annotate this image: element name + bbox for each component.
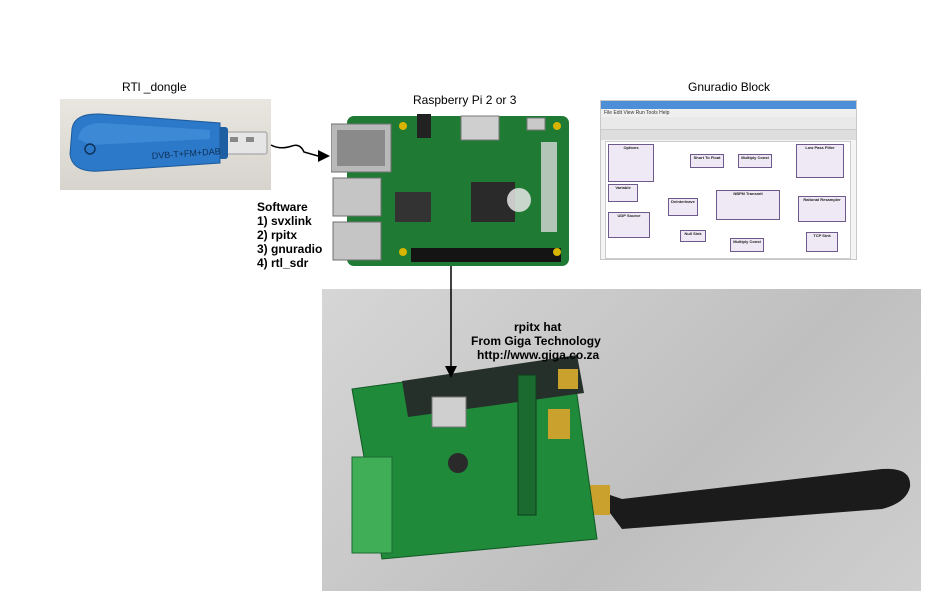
pi-to-hat-arrowhead <box>445 366 457 378</box>
gnu-block: Variable <box>608 184 638 202</box>
gnu-block: UDP Source <box>608 212 650 238</box>
software-item-rtl-sdr: 4) rtl_sdr <box>257 256 309 270</box>
gnu-block: Low Pass Filter <box>796 144 844 178</box>
raspberry-pi-photo <box>331 112 569 266</box>
dongle-to-pi-arrowhead <box>318 150 330 162</box>
hat-url: http://www.giga.co.za <box>477 348 600 362</box>
gnu-block: Multiply Const <box>738 154 772 168</box>
rpitx-hat-illustration <box>351 355 911 560</box>
dongle-to-pi-arrow <box>270 144 319 157</box>
gnu-block: Deinterleave <box>668 198 698 216</box>
gnuradio-titlebar <box>601 101 856 109</box>
rtl-dongle-photo: DVB-T+FM+DAB <box>60 99 271 190</box>
rtl-dongle-illustration: DVB-T+FM+DAB <box>69 113 268 172</box>
software-item-svxlink: 1) svxlink <box>257 214 312 228</box>
gnuradio-title: Gnuradio Block <box>688 80 771 94</box>
gnu-block: Null Sink <box>680 230 706 242</box>
gnuradio-toolbar <box>601 117 856 130</box>
rpi-title: Raspberry Pi 2 or 3 <box>413 93 517 107</box>
hat-title: rpitx hat <box>514 320 562 334</box>
dongle-title: RTl _dongle <box>122 80 187 94</box>
gnuradio-menubar: File Edit View Run Tools Help <box>601 109 856 117</box>
hat-company: From Giga Technology <box>471 334 601 348</box>
gnu-block: TCP Sink <box>806 232 838 252</box>
software-item-rpitx: 2) rpitx <box>257 228 298 242</box>
gnuradio-flowgraph: Options Variable UDP Source Deinterleave… <box>605 141 851 259</box>
gnu-block: Short To Float <box>690 154 724 168</box>
gnu-block: NBFM Transmit <box>716 190 780 220</box>
software-item-gnuradio: 3) gnuradio <box>257 242 323 256</box>
raspberry-pi-illustration <box>331 114 569 266</box>
gnu-block: Rational Resampler <box>798 196 846 222</box>
gnuradio-screenshot: File Edit View Run Tools Help Options Va… <box>600 100 857 260</box>
gnuradio-tabs <box>601 130 856 140</box>
gnu-block: Multiply Const <box>730 238 764 252</box>
rpitx-hat-photo <box>322 289 921 591</box>
software-heading: Software <box>257 200 308 214</box>
gnu-block: Options <box>608 144 654 182</box>
dongle-print: DVB-T+FM+DAB <box>151 146 221 161</box>
software-list: Software 1) svxlink 2) rpitx 3) gnuradio… <box>257 200 322 270</box>
